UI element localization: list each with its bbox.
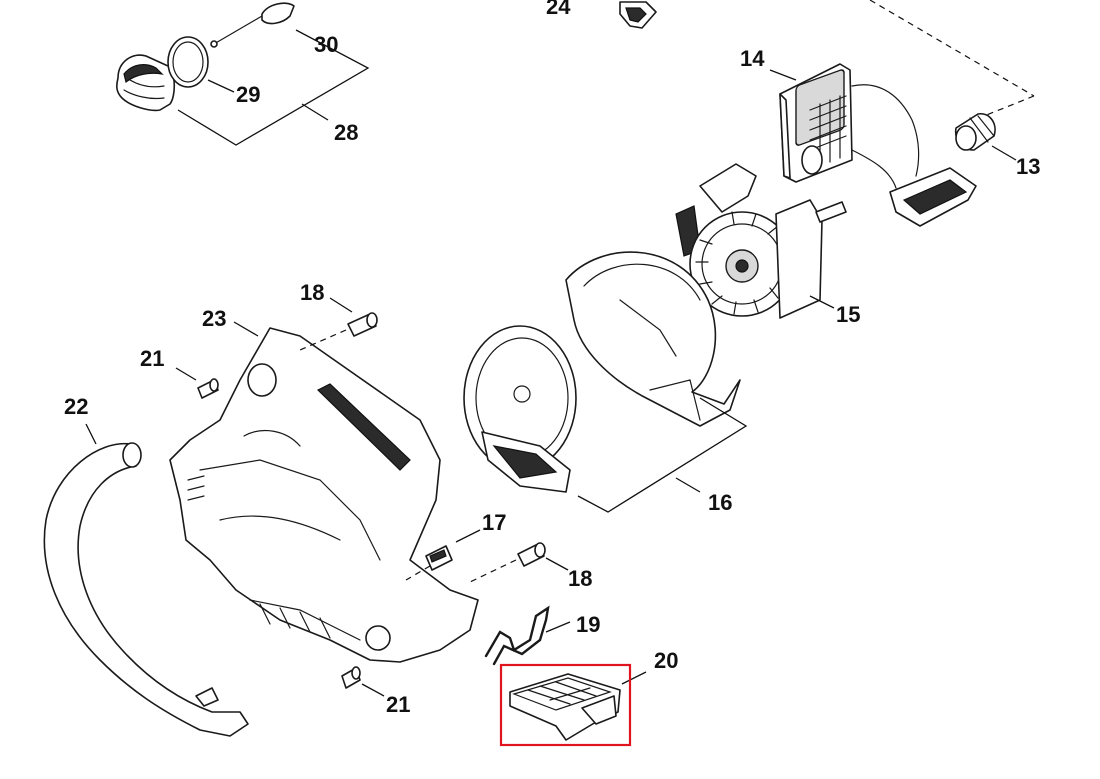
callout-22: 22 xyxy=(64,394,88,419)
leader-20 xyxy=(621,671,647,685)
dashed-guide-13 xyxy=(983,95,1035,117)
leader-17 xyxy=(455,529,481,543)
part-21-screw-upper[interactable] xyxy=(197,378,219,399)
leader-28 xyxy=(301,103,329,121)
part-15-motor[interactable] xyxy=(675,163,847,319)
part-29-cap[interactable] xyxy=(116,54,176,112)
part-22-hose[interactable] xyxy=(43,442,249,737)
part-16-fan-housing[interactable] xyxy=(565,251,741,427)
part-13-grommet[interactable] xyxy=(954,113,996,151)
callout-18-lower: 18 xyxy=(568,566,592,591)
leader-14 xyxy=(769,69,797,81)
leader-21-upper xyxy=(175,367,197,381)
part-23-main-housing[interactable] xyxy=(169,327,479,663)
part-19-spring[interactable] xyxy=(484,605,550,666)
callout-16: 16 xyxy=(708,490,732,515)
leader-18-upper xyxy=(329,297,353,313)
part-29-o-ring[interactable] xyxy=(167,36,209,88)
dashed-guide-top xyxy=(869,0,1035,97)
part-18-screw-lower[interactable] xyxy=(517,542,546,567)
bracket-16 xyxy=(577,397,748,513)
callout-14: 14 xyxy=(740,46,765,71)
dashed-17 xyxy=(405,565,431,581)
part-30-cover[interactable] xyxy=(210,2,295,48)
part-24-clip[interactable] xyxy=(619,1,657,29)
callout-29: 29 xyxy=(236,82,260,107)
callout-20: 20 xyxy=(654,648,678,673)
leader-23 xyxy=(233,321,259,337)
leader-18-lower xyxy=(545,557,569,571)
leader-21-lower xyxy=(361,683,385,697)
highlight-frame-part-20 xyxy=(499,663,632,747)
leader-22 xyxy=(85,423,97,445)
part-14-electronic-module[interactable] xyxy=(779,63,977,227)
leader-16 xyxy=(675,477,701,493)
callout-21-lower: 21 xyxy=(386,692,410,717)
part-18-screw-upper[interactable] xyxy=(347,312,378,337)
callout-18-upper: 18 xyxy=(300,280,324,305)
bracket-28 xyxy=(177,29,370,146)
part-16-fan-cover[interactable] xyxy=(463,325,577,493)
part-17-clip[interactable] xyxy=(425,545,453,571)
leader-19 xyxy=(545,621,571,633)
leader-13 xyxy=(991,145,1017,161)
callout-23: 23 xyxy=(202,306,226,331)
callout-21-upper: 21 xyxy=(140,346,164,371)
callout-28: 28 xyxy=(334,120,358,145)
part-20-filter[interactable] xyxy=(509,673,621,741)
leader-15 xyxy=(809,295,835,309)
callout-15: 15 xyxy=(836,302,860,327)
callout-19: 19 xyxy=(576,612,600,637)
callout-17: 17 xyxy=(482,510,506,535)
callout-24: 24 xyxy=(546,0,571,19)
leader-29 xyxy=(207,79,235,93)
dashed-18-upper xyxy=(299,329,347,351)
part-21-screw-lower[interactable] xyxy=(341,666,361,689)
dashed-18-lower xyxy=(469,559,517,583)
callout-13: 13 xyxy=(1016,154,1040,179)
callout-30: 30 xyxy=(314,32,338,57)
